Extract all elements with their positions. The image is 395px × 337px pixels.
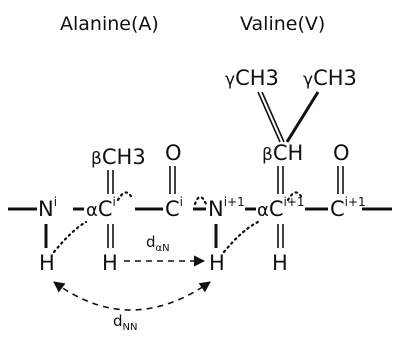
- atom-n-i: Ni: [38, 195, 57, 221]
- title-alanine: Alanine(A): [60, 13, 159, 35]
- atom-cb-ala: βCH3: [91, 145, 146, 169]
- label-d-nn: dNN: [113, 312, 138, 333]
- atom-c-i1: Ci+1: [330, 195, 366, 221]
- bond-cb-cg1-a: [257, 91, 281, 143]
- atom-h-n-i1: H: [209, 251, 225, 275]
- atom-cg1: γCH3: [225, 66, 279, 90]
- atom-cg2: γCH3: [303, 66, 357, 90]
- atom-h-n-i: H: [39, 251, 55, 275]
- bond-cb-cg2: [285, 91, 320, 143]
- atom-ca-i1: αCi+1: [257, 195, 305, 221]
- atom-cb-val: βCH: [262, 141, 303, 165]
- dotted-arc-phi-i: [52, 220, 88, 254]
- atom-c-i: Ci: [165, 195, 183, 221]
- label-d-alpha-n: dαN: [146, 233, 170, 254]
- atom-o-i: O: [165, 141, 182, 165]
- atom-ca-i: αCi: [86, 195, 116, 221]
- atom-h-ca-i1: H: [272, 251, 288, 275]
- bond-cb-cg1-b: [261, 91, 285, 143]
- title-valine: Valine(V): [240, 13, 325, 35]
- atom-n-i1: Ni+1: [208, 195, 245, 221]
- dotted-arc-psi-i: [116, 191, 134, 202]
- arrow-d-nn: [53, 281, 211, 311]
- atom-o-i1: O: [333, 141, 350, 165]
- dotted-arc-omega: [193, 195, 208, 206]
- dotted-arc-psi-i1: [286, 191, 304, 202]
- dotted-arc-phi-i1: [222, 220, 260, 254]
- atom-h-ca-i: H: [102, 251, 118, 275]
